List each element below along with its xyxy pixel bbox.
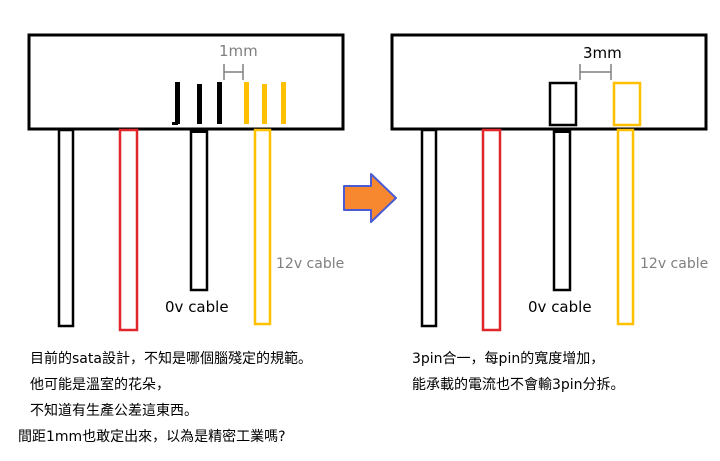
right-ground-cable-label: 0v cable [528, 298, 592, 316]
left-ground-pin [197, 84, 202, 124]
left-power-pin [281, 82, 286, 124]
right-connector-diagram [390, 33, 708, 332]
right-ground-pin [548, 81, 578, 127]
left-ground-pin-foot [172, 122, 178, 125]
left-black-cable [57, 128, 75, 328]
right-dimension-marker [579, 64, 612, 80]
left-ground-cable [189, 128, 209, 292]
left-connector-housing [27, 33, 345, 131]
left-red-cable [118, 128, 139, 332]
left-power-pin [262, 84, 267, 124]
left-connector-diagram [27, 33, 345, 332]
left-ground-cable-cap [191, 129, 207, 133]
left-note-line: 間距1mm也敢定出來，以為是精密工業嗎? [18, 429, 286, 445]
right-ground-cable-cap [554, 129, 570, 133]
left-dimension-label: 1mm [219, 42, 258, 60]
right-red-cable [481, 128, 502, 332]
left-power-pin [244, 82, 249, 124]
left-note-line: 他可能是溫室的花朵， [30, 377, 170, 393]
right-power-pin [612, 81, 642, 127]
right-dimension-label: 3mm [583, 44, 622, 62]
left-ground-pins [172, 82, 222, 125]
left-note-line: 目前的sata設計，不知是哪個腦殘定的規範。 [30, 351, 312, 367]
left-note-line: 不知道有生產公差這東西。 [30, 403, 198, 419]
left-power-cable-label: 12v cable [276, 256, 345, 272]
right-ground-cable [552, 128, 572, 292]
left-power-cable [253, 128, 272, 326]
left-ground-pin [217, 82, 222, 124]
left-ground-cable-label: 0v cable [165, 298, 229, 316]
left-dimension-marker [223, 64, 244, 80]
right-black-cable [420, 128, 438, 328]
right-power-cable-label: 12v cable [640, 256, 709, 272]
left-power-pins [244, 82, 286, 124]
left-ground-pin [175, 82, 180, 124]
right-note-line: 3pin合一，每pin的寬度增加， [412, 351, 605, 367]
right-arrow-icon [343, 173, 397, 223]
right-note-line: 能承載的電流也不會輸3pin分拆。 [412, 377, 625, 393]
right-power-cable [616, 128, 635, 326]
